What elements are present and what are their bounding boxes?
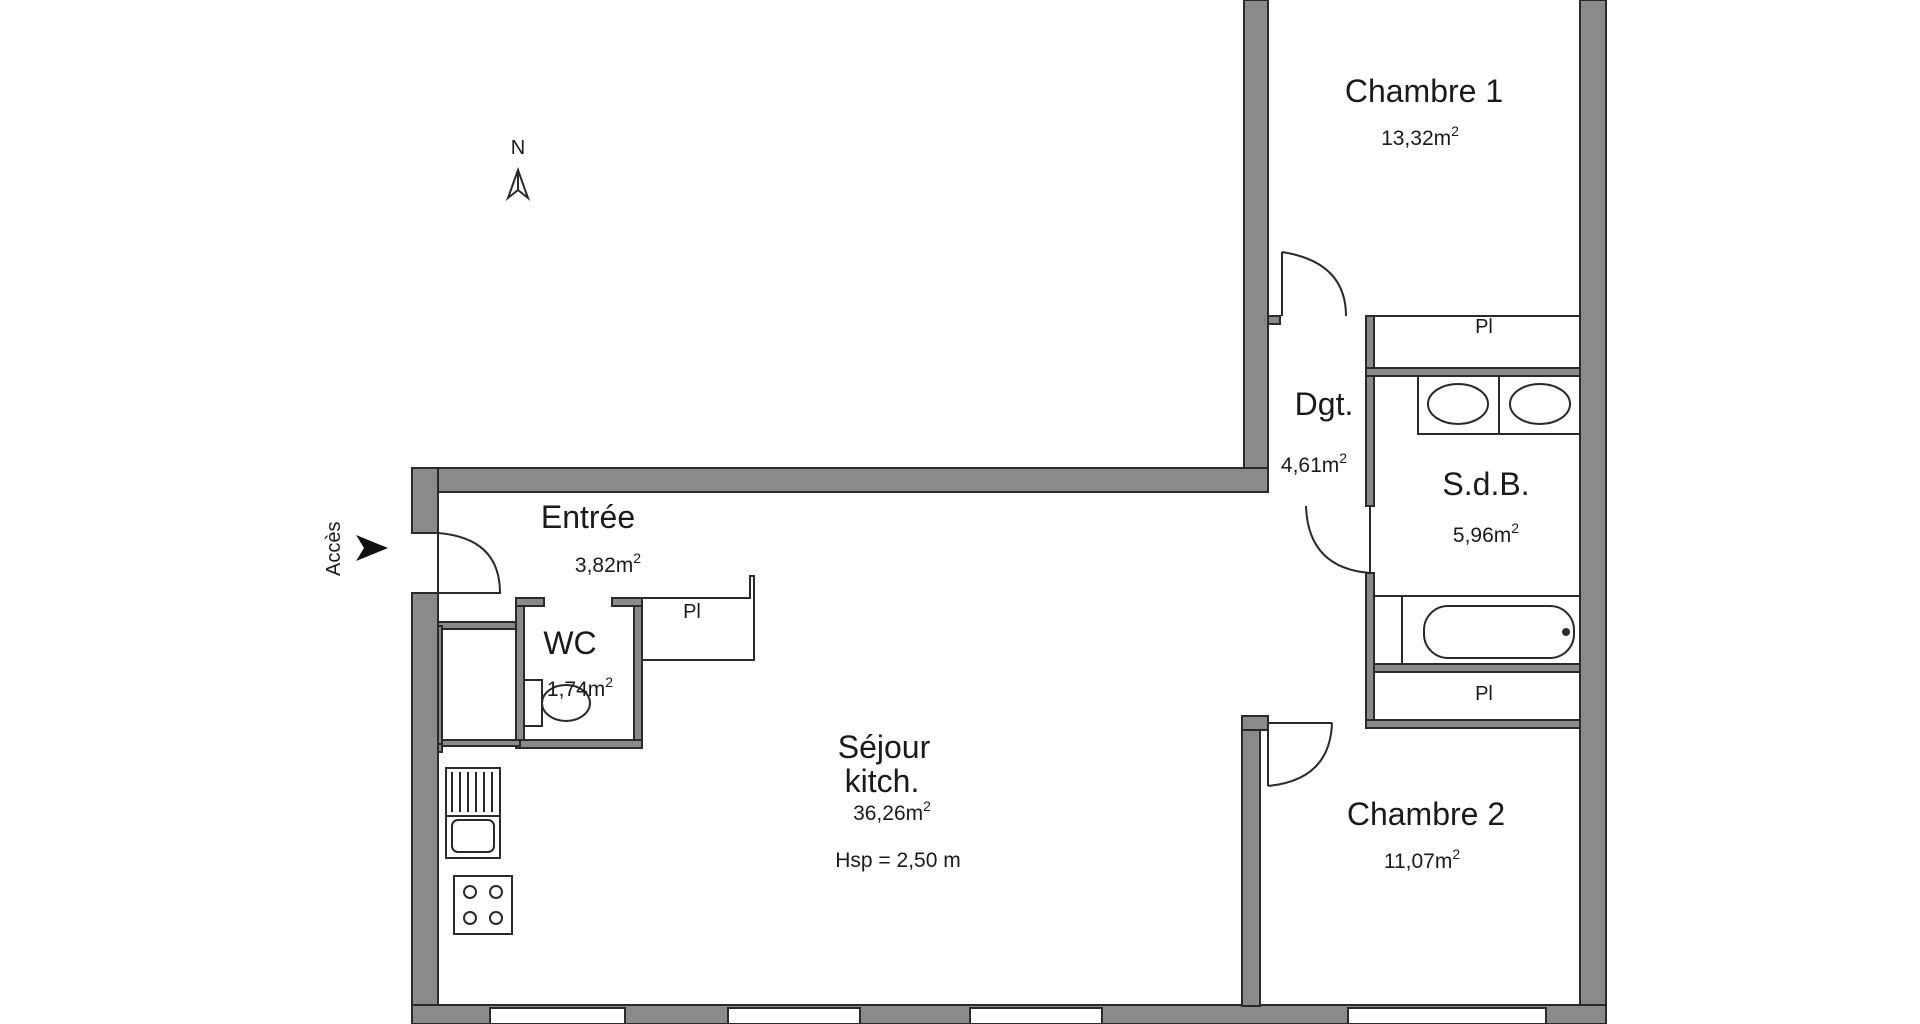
room-area: 5,96m	[1453, 524, 1511, 547]
room-degagement: Dgt. 4,61m2	[1281, 386, 1353, 477]
window-4	[1347, 1007, 1547, 1024]
svg-text:4,61m2: 4,61m2	[1281, 450, 1347, 477]
room-sejour-kitchen: Séjour kitch. 36,26m2 Hsp = 2,50 m	[835, 729, 960, 872]
access-arrow-icon	[356, 535, 388, 561]
door-entry	[437, 532, 502, 594]
fixtures	[441, 315, 1581, 935]
wall-dgt-lower-left	[1241, 715, 1269, 731]
closet-entree	[642, 575, 755, 661]
wall-chambre1-bottom	[1365, 367, 1581, 377]
area-unit-sup: 2	[1339, 450, 1347, 466]
wall-entree-bottom	[437, 621, 521, 630]
wall-sdb-bottom	[1373, 663, 1581, 673]
walls	[411, 0, 1607, 1024]
area-unit-sup: 2	[1451, 123, 1459, 139]
wall-wc-right-top	[611, 597, 643, 607]
bath-niche	[1373, 595, 1403, 665]
svg-text:1,74m2: 1,74m2	[547, 674, 613, 701]
room-name: Chambre 2	[1347, 796, 1505, 832]
room-chambre-1: Chambre 1 13,32m2	[1345, 73, 1503, 150]
wall-dgt-top-stub	[1267, 315, 1281, 325]
bath-drain-icon	[1562, 628, 1570, 636]
closet-labels: Pl Pl Pl	[683, 316, 1493, 705]
room-area: 1,74m	[547, 678, 605, 701]
area-unit-sup: 2	[1452, 846, 1460, 862]
closet-label-chambre1: Pl	[1475, 316, 1493, 338]
burner-icon	[463, 885, 477, 899]
room-area: 4,61m	[1281, 454, 1339, 477]
ceiling-height: Hsp = 2,50 m	[835, 849, 960, 872]
wall-exterior-left-top	[411, 467, 439, 534]
burner-icon	[489, 911, 503, 925]
closet-chambre2	[1373, 671, 1581, 721]
area-unit-sup: 2	[633, 550, 641, 566]
room-name: WC	[543, 625, 596, 661]
wall-wc-left	[515, 597, 525, 747]
room-area: 3,82m	[575, 554, 633, 577]
room-name: Chambre 1	[1345, 73, 1503, 109]
wall-wc-bottom	[515, 739, 643, 749]
svg-text:3,82m2: 3,82m2	[575, 550, 641, 577]
room-name-line1: Séjour	[838, 729, 931, 765]
wc-bowl-icon	[541, 684, 591, 722]
svg-text:36,26m2: 36,26m2	[853, 798, 931, 825]
wall-chambre2-left	[1241, 715, 1261, 1007]
closet-chambre1	[1373, 315, 1581, 369]
closet-label-entree: Pl	[683, 601, 701, 623]
wall-dgt-right-lower	[1365, 572, 1375, 722]
door-sdb	[1305, 505, 1371, 574]
burner-icon	[489, 885, 503, 899]
room-area: 36,26m	[853, 802, 923, 825]
room-name: Entrée	[541, 499, 635, 535]
room-entree: Entrée 3,82m2	[541, 499, 641, 577]
wc-cistern	[523, 679, 543, 727]
doors	[437, 251, 1371, 787]
room-wc: WC 1,74m2	[543, 625, 613, 701]
area-unit-sup: 2	[923, 798, 931, 814]
access-marker: Accès	[323, 522, 388, 576]
wall-dgt-right	[1365, 315, 1375, 507]
svg-text:13,32m2: 13,32m2	[1381, 123, 1459, 150]
wall-chambre2-top	[1365, 719, 1581, 729]
wall-exterior-right	[1579, 0, 1607, 1024]
room-salle-de-bain: S.d.B. 5,96m2	[1442, 466, 1529, 547]
window-3	[969, 1007, 1103, 1024]
sink-right	[1509, 383, 1571, 425]
room-area: 11,07m	[1384, 850, 1453, 873]
room-name-line2: kitch.	[845, 763, 920, 799]
room-area: 13,32m	[1381, 127, 1451, 150]
area-unit-sup: 2	[605, 674, 613, 690]
room-name: S.d.B.	[1442, 466, 1529, 502]
wall-top-left-wing	[411, 467, 1269, 493]
wall-exterior-left-bottom	[411, 592, 439, 1024]
entrance-cupboard	[441, 628, 517, 741]
room-chambre-2: Chambre 2 11,07m2	[1347, 796, 1505, 873]
door-chambre2	[1267, 722, 1333, 787]
compass-label: N	[511, 137, 525, 159]
wall-kitchen-top	[437, 743, 443, 753]
window-1	[489, 1007, 626, 1024]
room-name: Dgt.	[1295, 386, 1354, 422]
access-label: Accès	[323, 522, 345, 576]
windows	[489, 1007, 1547, 1024]
north-compass: N	[505, 137, 531, 201]
cooktop	[453, 875, 513, 935]
wall-wc-right	[633, 597, 643, 747]
wall-chambre1-left	[1243, 0, 1269, 493]
svg-text:5,96m2: 5,96m2	[1453, 520, 1519, 547]
area-unit-sup: 2	[1511, 520, 1519, 536]
door-chambre1	[1281, 251, 1347, 317]
sink-left	[1427, 383, 1489, 425]
burner-icon	[463, 911, 477, 925]
svg-text:11,07m2: 11,07m2	[1384, 846, 1461, 873]
window-2	[727, 1007, 861, 1024]
wall-wc-left-top	[515, 597, 545, 607]
closet-label-chambre2: Pl	[1475, 683, 1493, 705]
